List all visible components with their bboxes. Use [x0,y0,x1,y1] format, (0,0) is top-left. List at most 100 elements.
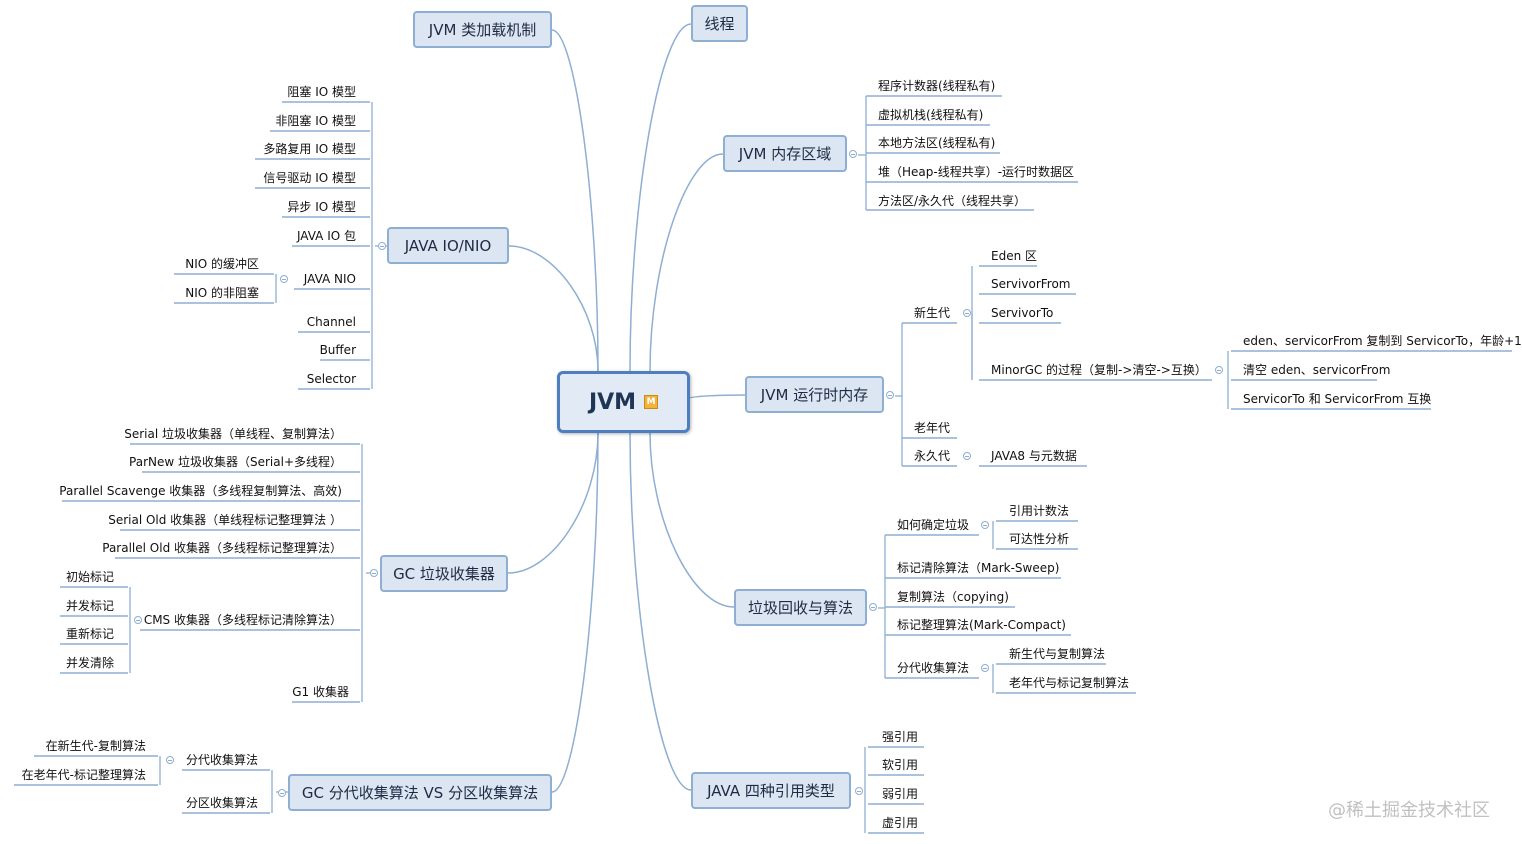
io-leaf[interactable]: 多路复用 IO 模型 [263,142,356,156]
collapse-toggle[interactable] [280,275,288,283]
collector-leaf[interactable]: Serial 垃圾收集器（单线程、复制算法） [124,427,342,441]
branch-label: GC 垃圾收集器 [393,565,495,583]
branch-label: 线程 [704,15,735,33]
reference-leaf[interactable]: 虚引用 [882,816,919,830]
memory-leaf[interactable]: 程序计数器(线程私有) [878,79,996,93]
branch-label: JAVA 四种引用类型 [707,782,835,800]
collapse-toggle[interactable] [869,603,877,611]
generational-leaf[interactable]: 老年代与标记复制算法 [1009,676,1130,690]
collector-leaf[interactable]: Serial Old 收集器（单线程标记整理算法 ） [108,513,342,527]
io-leaf[interactable]: 非阻塞 IO 模型 [275,114,356,128]
connector [629,432,692,791]
gc-determine[interactable]: 如何确定垃圾 [897,518,970,532]
nio-leaf[interactable]: NIO 的缓冲区 [185,257,259,271]
branch-label: GC 分代收集算法 VS 分区收集算法 [301,784,539,802]
connector [629,23,692,372]
reference-leaf[interactable]: 弱引用 [882,787,919,801]
collapse-toggle[interactable] [963,309,971,317]
root-label: JVM [588,389,637,415]
collapse-toggle[interactable] [849,150,857,158]
branch-label: 垃圾回收与算法 [747,599,853,617]
collapse-toggle[interactable] [855,787,863,795]
cms-leaf[interactable]: 并发标记 [65,599,114,613]
collapse-toggle[interactable] [378,242,386,250]
memory-leaf[interactable]: 堆（Heap-线程共享）-运行时数据区 [878,165,1075,179]
vs-generational-leaf[interactable]: 在新生代-复制算法 [45,739,146,753]
collapse-toggle[interactable] [278,789,286,797]
branch-label: JVM 类加载机制 [428,21,537,39]
cms-leaf[interactable]: 重新标记 [65,627,114,641]
connector [689,394,746,399]
io-leaf[interactable]: Buffer [319,343,356,357]
memory-leaf[interactable]: 方法区/永久代（线程共享） [878,194,1027,208]
runtime-perm[interactable]: 永久代 [914,449,951,463]
collector-leaf[interactable]: G1 收集器 [292,685,349,699]
branch-gc-algo[interactable]: 垃圾回收与算法 [734,589,867,626]
connector [507,432,599,574]
runtime-old[interactable]: 老年代 [914,421,951,435]
reference-leaf[interactable]: 软引用 [882,758,919,772]
watermark: @稀土掘金技术社区 [1328,800,1490,821]
cms-leaf[interactable]: 并发清除 [65,656,114,670]
runtime-young[interactable]: 新生代 [914,306,951,320]
minor-gc-leaf[interactable]: 清空 eden、servicorFrom [1243,363,1391,377]
gc-algo-leaf[interactable]: 标记清除算法（Mark-Sweep) [897,561,1060,575]
young-leaf[interactable]: MinorGC 的过程（复制->清空->互换） [991,363,1207,377]
connector [649,153,724,372]
perm-leaf[interactable]: JAVA8 与元数据 [991,449,1077,463]
gc-algo-leaf[interactable]: 标记整理算法(Mark-Compact) [897,618,1066,632]
nio-leaf[interactable]: NIO 的非阻塞 [185,286,259,300]
io-leaf[interactable]: Selector [306,372,356,386]
reference-leaf[interactable]: 强引用 [882,730,919,744]
io-leaf[interactable]: Channel [306,315,356,329]
collapse-toggle[interactable] [166,756,174,764]
io-leaf[interactable]: 阻塞 IO 模型 [287,85,356,99]
root-node[interactable]: JVM M [557,371,690,433]
collector-leaf[interactable]: Parallel Old 收集器（多线程标记整理算法） [102,541,342,555]
branch-gc-vs[interactable]: GC 分代收集算法 VS 分区收集算法 [288,774,552,811]
gc-generational[interactable]: 分代收集算法 [897,661,970,675]
young-leaf[interactable]: ServivorTo [991,306,1054,320]
minor-gc-leaf[interactable]: eden、servicorFrom 复制到 ServicorTo，年龄+1 [1243,334,1522,348]
collapse-toggle[interactable] [981,664,989,672]
collapse-toggle[interactable] [1215,366,1223,374]
connector [649,432,735,608]
collapse-toggle[interactable] [963,452,971,460]
gc-algo-leaf[interactable]: 复制算法（copying) [897,590,1009,604]
vs-partition[interactable]: 分区收集算法 [185,796,258,810]
collapse-toggle[interactable] [370,569,378,577]
minor-gc-leaf[interactable]: ServicorTo 和 ServicorFrom 互换 [1243,392,1432,406]
branch-label: JVM 内存区域 [738,145,832,163]
memory-leaf[interactable]: 本地方法区(线程私有) [878,136,996,150]
branch-memory[interactable]: JVM 内存区域 [723,135,847,172]
collapse-toggle[interactable] [886,391,894,399]
io-nio[interactable]: JAVA NIO [303,272,356,286]
determine-leaf[interactable]: 可达性分析 [1009,532,1070,546]
branch-thread[interactable]: 线程 [691,5,748,42]
collector-leaf[interactable]: ParNew 垃圾收集器（Serial+多线程） [129,455,342,469]
io-leaf[interactable]: 信号驱动 IO 模型 [263,171,356,185]
io-leaf[interactable]: JAVA IO 包 [296,229,356,243]
branch-references[interactable]: JAVA 四种引用类型 [691,772,851,809]
collector-leaf[interactable]: Parallel Scavenge 收集器（多线程复制算法、高效) [59,484,342,498]
cms-leaf[interactable]: 初始标记 [65,570,114,584]
cms-collector[interactable]: CMS 收集器（多线程标记清除算法） [143,613,342,627]
branch-label: JVM 运行时内存 [760,386,869,404]
io-leaf[interactable]: 异步 IO 模型 [287,200,356,214]
branch-gc-collectors[interactable]: GC 垃圾收集器 [380,555,508,592]
branch-io[interactable]: JAVA IO/NIO [387,227,509,264]
determine-leaf[interactable]: 引用计数法 [1009,504,1070,518]
young-leaf[interactable]: ServivorFrom [991,277,1071,291]
memory-leaf[interactable]: 虚拟机栈(线程私有) [878,108,984,122]
marker-icon: M [644,395,659,409]
generational-leaf[interactable]: 新生代与复制算法 [1009,647,1106,661]
vs-generational[interactable]: 分代收集算法 [185,753,258,767]
young-leaf[interactable]: Eden 区 [991,249,1038,263]
connector [551,29,599,372]
collapse-toggle[interactable] [134,616,142,624]
vs-generational-leaf[interactable]: 在老年代-标记整理算法 [21,768,146,782]
branch-class-loading[interactable]: JVM 类加载机制 [413,11,552,48]
branch-runtime[interactable]: JVM 运行时内存 [745,376,884,413]
collapse-toggle[interactable] [981,521,989,529]
